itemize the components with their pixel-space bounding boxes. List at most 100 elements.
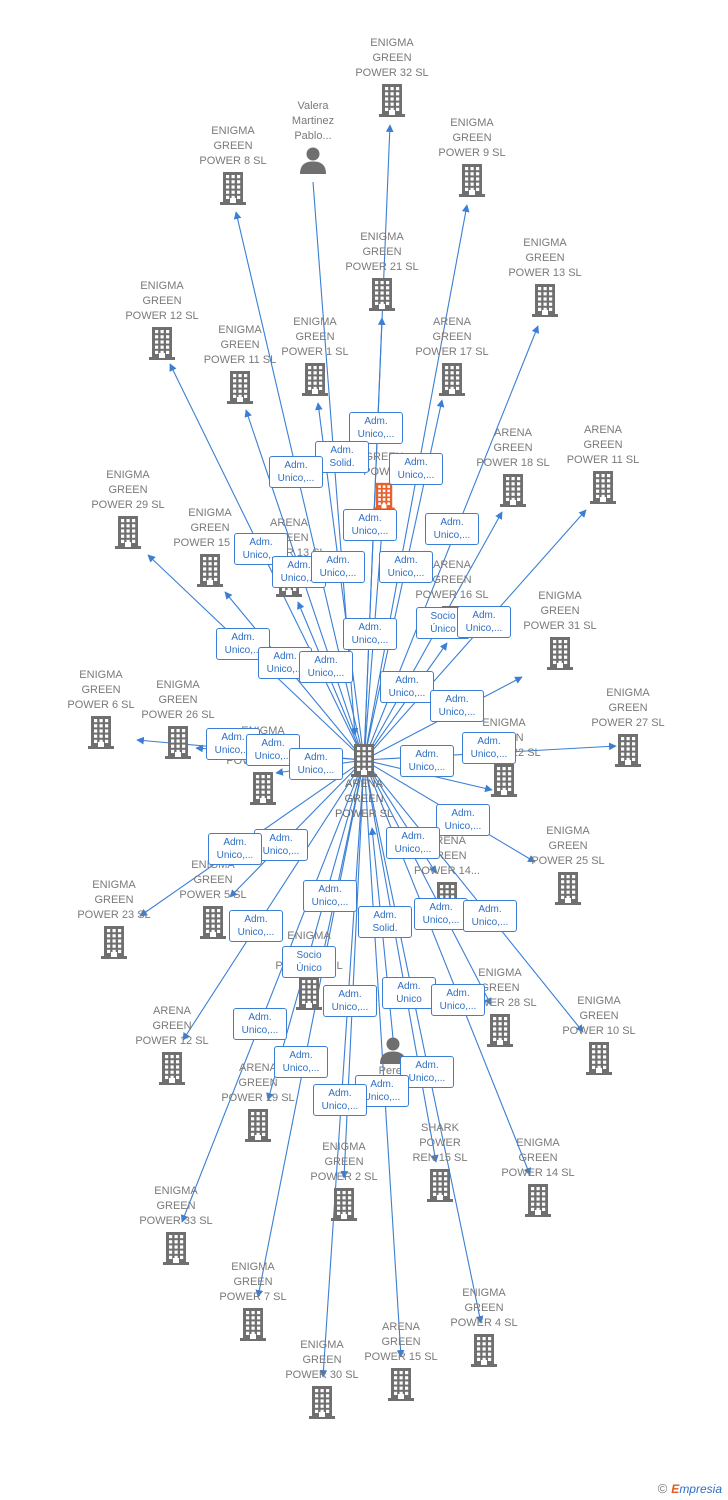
node-eg14[interactable]: ENIGMA GREEN POWER 14 SL — [478, 1136, 598, 1217]
role-badge[interactable]: Adm. Unico,... — [299, 651, 353, 683]
building-icon — [427, 1169, 453, 1202]
role-badge[interactable]: Adm. Unico,... — [313, 1084, 367, 1116]
node-ag12[interactable]: ARENA GREEN POWER 12 SL — [112, 1004, 232, 1085]
node-label: Valera Martinez Pablo... — [291, 100, 335, 142]
building-icon — [491, 764, 517, 797]
building-icon — [459, 164, 485, 197]
building-icon — [197, 554, 223, 587]
node-label: ARENA GREEN POWER SL — [334, 778, 394, 820]
role-badge[interactable]: Adm. Unico,... — [269, 456, 323, 488]
node-eg12[interactable]: ENIGMA GREEN POWER 12 SL — [102, 279, 222, 360]
node-eg6[interactable]: ENIGMA GREEN POWER 6 SL — [41, 668, 161, 749]
building-icon — [555, 872, 581, 905]
node-valera[interactable]: Valera Martinez Pablo... — [253, 99, 373, 174]
node-eg29[interactable]: ENIGMA GREEN POWER 29 SL — [68, 468, 188, 549]
node-eg31[interactable]: ENIGMA GREEN POWER 31 SL — [500, 589, 620, 670]
role-badge[interactable]: Adm. Unico,... — [208, 833, 262, 865]
node-label: ENIGMA GREEN POWER 12 SL — [125, 280, 199, 322]
role-badge[interactable]: Adm. Unico,... — [436, 804, 490, 836]
node-eg33[interactable]: ENIGMA GREEN POWER 33 SL — [116, 1184, 236, 1265]
role-badge[interactable]: Adm. Unico,... — [430, 690, 484, 722]
role-badge[interactable]: Adm. Unico,... — [311, 551, 365, 583]
role-badge[interactable]: Adm. Unico,... — [463, 900, 517, 932]
node-eg7[interactable]: ENIGMA GREEN POWER 7 SL — [193, 1260, 313, 1341]
building-icon-wrap — [508, 871, 628, 905]
node-eg4[interactable]: ENIGMA GREEN POWER 4 SL — [424, 1286, 544, 1367]
building-icon — [240, 1308, 266, 1341]
building-icon — [163, 1232, 189, 1265]
role-badge[interactable]: Adm. Unico,... — [343, 509, 397, 541]
node-eg2[interactable]: ENIGMA GREEN POWER 2 SL — [284, 1140, 404, 1221]
role-badge[interactable]: Adm. Solid. — [315, 441, 369, 473]
copyright-icon: © — [657, 1481, 668, 1496]
role-badge[interactable]: Adm. Unico,... — [349, 412, 403, 444]
building-icon-wrap — [380, 1168, 500, 1202]
node-ag17[interactable]: ARENA GREEN POWER 17 SL — [392, 315, 512, 396]
node-label: ENIGMA GREEN POWER 26 SL — [141, 679, 215, 721]
node-eg13[interactable]: ENIGMA GREEN POWER 13 SL — [485, 236, 605, 317]
node-ag11[interactable]: ARENA GREEN POWER 11 SL — [543, 423, 663, 504]
role-badge[interactable]: Adm. Unico,... — [457, 606, 511, 638]
role-badge[interactable]: Adm. Unico,... — [431, 984, 485, 1016]
role-badge[interactable]: Adm. Unico,... — [303, 880, 357, 912]
node-eg8[interactable]: ENIGMA GREEN POWER 8 SL — [173, 124, 293, 205]
brand-initial: E — [671, 1482, 680, 1496]
node-eg15[interactable]: ENIGMA GREEN POWER 15 SL — [150, 506, 270, 587]
building-icon-wrap — [153, 905, 273, 939]
role-badge[interactable]: Adm. Solid. — [358, 906, 412, 938]
node-label: ARENA GREEN POWER 15 SL — [364, 1321, 438, 1363]
role-badge[interactable]: Adm. Unico,... — [389, 453, 443, 485]
building-icon-wrap — [150, 553, 270, 587]
node-eg25[interactable]: ENIGMA GREEN POWER 25 SL — [508, 824, 628, 905]
role-badge[interactable]: Adm. Unico,... — [323, 985, 377, 1017]
role-badge[interactable]: Adm. Unico,... — [233, 1008, 287, 1040]
center-node[interactable]: ARENA GREEN POWER SL — [304, 741, 424, 822]
node-eg26[interactable]: ENIGMA GREEN POWER 26 SL — [118, 678, 238, 759]
role-badge[interactable]: Adm. Unico,... — [425, 513, 479, 545]
building-icon-wrap — [193, 1307, 313, 1341]
role-badge[interactable]: Adm. Unico,... — [254, 829, 308, 861]
node-label: ENIGMA GREEN POWER 2 SL — [310, 1141, 378, 1183]
footer-brand[interactable]: ©Empresia — [658, 1481, 722, 1496]
node-ag18[interactable]: ARENA GREEN POWER 18 SL — [453, 426, 573, 507]
role-badge[interactable]: Adm. Unico,... — [229, 910, 283, 942]
node-label: ENIGMA GREEN POWER 31 SL — [523, 590, 597, 632]
role-badge[interactable]: Adm. Unico,... — [400, 745, 454, 777]
role-badge[interactable]: Adm. Unico,... — [289, 748, 343, 780]
role-badge[interactable]: Adm. Unico,... — [400, 1056, 454, 1088]
node-label: ENIGMA GREEN POWER 9 SL — [438, 117, 506, 159]
role-badge[interactable]: Adm. Unico,... — [234, 533, 288, 565]
role-badge[interactable]: Adm. Unico,... — [379, 551, 433, 583]
node-eg9[interactable]: ENIGMA GREEN POWER 9 SL — [412, 116, 532, 197]
role-badge[interactable]: Adm. Unico,... — [380, 671, 434, 703]
role-badge[interactable]: Adm. Unico — [382, 977, 436, 1009]
node-eg32[interactable]: ENIGMA GREEN POWER 32 SL — [332, 36, 452, 117]
node-eg30[interactable]: ENIGMA GREEN POWER 30 SL — [262, 1338, 382, 1419]
node-eg5[interactable]: ENIGMA GREEN POWER 5 SL — [153, 858, 273, 939]
role-badge[interactable]: Socio Único — [282, 946, 336, 978]
node-label: ENIGMA GREEN POWER 8 SL — [199, 125, 267, 167]
node-label: ENIGMA GREEN POWER 15 SL — [173, 507, 246, 549]
node-label: ENIGMA GREEN POWER 14 SL — [501, 1137, 575, 1179]
building-icon-wrap — [203, 771, 323, 805]
node-eg23[interactable]: ENIGMA GREEN POWER 23 SL — [54, 878, 174, 959]
node-shark[interactable]: SHARK POWER REN 15 SL — [380, 1121, 500, 1202]
building-icon — [547, 637, 573, 670]
node-label: ARENA GREEN POWER 19 SL — [221, 1062, 295, 1104]
node-label: ENIGMA GREEN POWER 5 SL — [179, 859, 247, 901]
node-label: ENIGMA GREEN POWER 10 SL — [562, 995, 636, 1037]
node-eg21[interactable]: ENIGMA GREEN POWER 21 SL — [322, 230, 442, 311]
node-ag19[interactable]: ARENA GREEN POWER 19 SL — [198, 1061, 318, 1142]
role-badge[interactable]: Adm. Unico,... — [462, 732, 516, 764]
role-badge[interactable]: Adm. Unico,... — [343, 618, 397, 650]
node-eg27[interactable]: ENIGMA GREEN POWER 27 SL — [568, 686, 688, 767]
role-badge[interactable]: Adm. Unico,... — [274, 1046, 328, 1078]
building-icon — [149, 327, 175, 360]
node-eg10[interactable]: ENIGMA GREEN POWER 10 SL — [539, 994, 659, 1075]
node-eg1[interactable]: ENIGMA GREEN POWER 1 SL — [255, 315, 375, 396]
building-icon — [351, 744, 377, 777]
node-ag15[interactable]: ARENA GREEN POWER 15 SL — [341, 1320, 461, 1401]
role-badge[interactable]: Adm. Unico,... — [414, 898, 468, 930]
role-badge[interactable]: Adm. Unico,... — [386, 827, 440, 859]
node-eg11[interactable]: ENIGMA GREEN POWER 11 SL — [180, 323, 300, 404]
